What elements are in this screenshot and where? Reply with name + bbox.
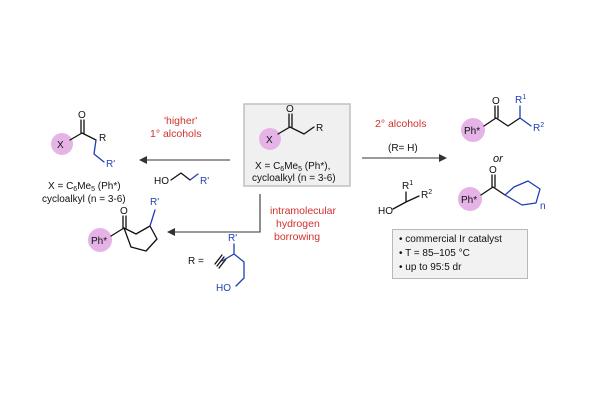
right-arrow-condition: (R= H)	[388, 143, 418, 154]
r-equals-label: R =	[188, 256, 204, 267]
left-carbonyl-bond	[80, 119, 85, 134]
bottom-rprime-label: R'	[150, 197, 159, 208]
p2-n-label: n	[540, 201, 546, 212]
right-arrow-label-top: 2° alcohols	[375, 118, 426, 130]
condition-dr: • up to 95:5 dr	[399, 262, 462, 273]
wavy-bond	[214, 254, 227, 269]
left-product: X O R R' X = C6Me5 (Ph*) cycloalkyl (n =…	[42, 110, 126, 205]
bottom-carbonyl-bond	[122, 215, 127, 229]
p2-o-label: O	[489, 165, 497, 176]
bottom-o-label: O	[120, 206, 128, 217]
down-reaction-arrow	[167, 194, 261, 236]
or-text: or	[493, 153, 504, 165]
down-label-2: hydrogen	[276, 218, 320, 230]
right-product-2: Ph* O n	[458, 165, 546, 212]
condition-catalyst: • commercial Ir catalyst	[399, 234, 502, 245]
left-reagent-bond	[170, 172, 191, 181]
center-x-definition: X = C6Me5 (Ph*),	[255, 161, 330, 173]
center-carbonyl-bond	[288, 113, 293, 128]
left-blue-chain	[93, 139, 105, 163]
x-highlight-circle	[259, 128, 281, 150]
p1-carbonyl-bond	[494, 105, 499, 119]
left-reagent-blue-bond	[189, 173, 199, 181]
p1-o-label: O	[492, 96, 500, 107]
p2-carbonyl-bond	[491, 174, 496, 188]
p1-chain-bonds	[483, 117, 521, 127]
bottom-cyclopentane-ring	[123, 225, 158, 252]
right-reagent-r1: R1	[402, 180, 413, 192]
bottom-product: Ph* O R'	[88, 197, 159, 252]
down-arrow-group: intramolecular hydrogen borrowing R = R'…	[167, 194, 336, 294]
left-o-label: O	[78, 110, 86, 121]
bottom-acyl-bond	[110, 227, 125, 237]
bottom-ph-label: Ph*	[91, 236, 107, 247]
p1-ph-highlight	[461, 118, 485, 142]
bottom-ph-highlight	[88, 228, 112, 252]
left-arrow-group: 'higher' 1° alcohols HO R'	[139, 115, 230, 187]
left-cycloalkyl-text: cycloalkyl (n = 3-6)	[42, 194, 126, 205]
p2-ph-label: Ph*	[461, 195, 477, 206]
down-label-3: borrowing	[274, 231, 320, 243]
center-cycloalkyl-text: cycloalkyl (n = 3-6)	[252, 173, 336, 184]
center-o-label: O	[286, 104, 294, 115]
center-r-label: R	[316, 123, 323, 134]
center-substrate: X O R X = C6Me5 (Ph*), cycloalkyl (n = 3…	[243, 103, 351, 187]
left-chain-bonds	[69, 132, 97, 141]
left-arrow-label-2: 1° alcohols	[150, 128, 201, 140]
conditions-box: • commercial Ir catalyst • T = 85–105 °C…	[392, 229, 528, 279]
left-r-label: R	[99, 133, 106, 144]
down-label-1: intramolecular	[270, 205, 336, 217]
p2-ph-highlight	[458, 187, 482, 211]
left-x-highlight-circle	[51, 133, 73, 155]
center-chain-bonds	[277, 126, 315, 135]
r-substituent-rprime: R'	[228, 233, 237, 244]
r-substituent-ho: HO	[216, 283, 231, 294]
left-x-label: X	[57, 140, 64, 151]
right-product-1: Ph* O R1 R2	[461, 94, 544, 142]
left-x-definition: X = C6Me5 (Ph*)	[48, 181, 121, 193]
left-reagent-rprime: R'	[200, 176, 209, 187]
p1-ph-label: Ph*	[464, 126, 480, 137]
p1-blue-bonds	[519, 105, 532, 127]
left-rprime-label: R'	[106, 159, 115, 170]
condition-temperature: • T = 85–105 °C	[399, 248, 470, 259]
r-substituent-chain	[221, 243, 245, 287]
left-reagent-ho: HO	[154, 176, 169, 187]
right-arrow-group: 2° alcohols (R= H) R1 HO R2	[362, 118, 447, 217]
p1-r1-label: R1	[515, 94, 526, 106]
p2-blue-ring	[504, 180, 541, 206]
left-arrow-label-1: 'higher'	[164, 115, 197, 127]
p1-r2-label: R2	[533, 122, 544, 134]
bottom-rprime-bond	[149, 209, 156, 227]
right-reagent-ho: HO	[378, 206, 393, 217]
center-x-label: X	[266, 135, 273, 146]
p2-chain-bonds	[480, 186, 506, 196]
right-reagent-r2: R2	[421, 189, 432, 201]
right-reagent-bonds	[392, 191, 420, 210]
